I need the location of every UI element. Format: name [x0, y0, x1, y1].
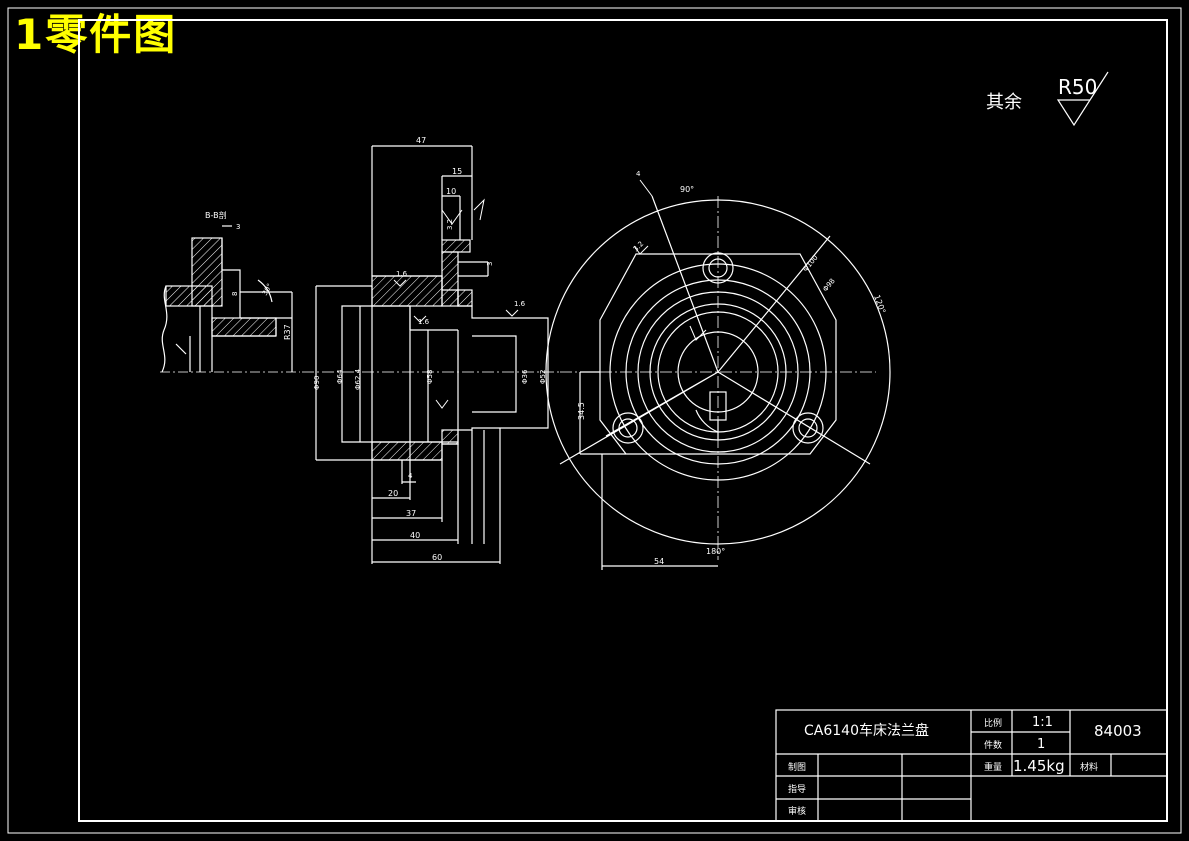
front-dim-37: 37: [406, 509, 416, 518]
side-dim-54: 54: [654, 557, 664, 566]
section-title: B-B剖: [205, 210, 227, 220]
scale-value: 1:1: [1032, 715, 1053, 730]
roughness-label: 其余: [986, 92, 1022, 113]
front-dim-dia58: Φ58: [426, 370, 434, 384]
section-view-bb: B-B剖 3 8 R37 30°: [160, 210, 300, 373]
side-dim-120deg: 120°: [872, 294, 887, 315]
front-roughness-1-6a: 1.6: [396, 270, 408, 278]
front-roughness-3-2: 3.2: [446, 219, 454, 230]
front-dim-dia90: Φ90: [313, 376, 321, 390]
side-dim-34-5: 34.5: [577, 402, 586, 420]
front-dim-dia64: Φ64: [336, 369, 344, 384]
sheet-border-inner: [78, 19, 1168, 822]
title-block: [775, 709, 1168, 822]
front-roughness-1-6c: 1.6: [514, 300, 526, 308]
qty-label: 件数: [984, 739, 1002, 751]
front-dim-dia62-4: Φ62.4: [354, 368, 362, 390]
front-dim-3: 3: [486, 262, 494, 266]
front-dim-4: 4: [408, 472, 413, 480]
side-dim-4-top: 4: [636, 170, 641, 178]
drawn-by-label: 制图: [788, 761, 806, 773]
sheet-border-outer: [7, 7, 1182, 834]
side-dim-90deg: 90°: [680, 185, 694, 194]
part-name: CA6140车床法兰盘: [804, 722, 929, 739]
review-label: 审核: [788, 805, 806, 817]
front-dim-20: 20: [388, 489, 398, 498]
front-dim-15: 15: [452, 167, 462, 176]
weight-label: 重量: [984, 761, 1002, 773]
section-dim-8: 8: [231, 292, 239, 296]
scale-label: 比例: [984, 717, 1002, 729]
qty-value: 1: [1037, 737, 1045, 752]
surface-roughness-note: 其余 R50: [986, 71, 1109, 127]
side-dim-dia98: Φ98: [821, 277, 836, 293]
guide-label: 指导: [788, 783, 806, 795]
front-dim-47: 47: [416, 136, 426, 145]
front-dim-10: 10: [446, 187, 456, 196]
front-roughness-1-6b: 1.6: [418, 318, 430, 326]
front-dim-dia36: Φ36: [521, 369, 529, 384]
front-dim-40: 40: [410, 531, 420, 540]
front-view: 47 15 10 3.2 3 1.6 1.6 1.6 Φ90 Φ64 Φ62.4…: [302, 136, 560, 564]
front-dim-60: 60: [432, 553, 442, 562]
section-dim-3: 3: [236, 223, 240, 231]
roughness-value: R50: [1058, 75, 1097, 99]
material-label: 材料: [1080, 761, 1098, 773]
front-dim-dia52: Φ52: [539, 370, 547, 384]
side-view: 4 90° 120° Φ100 Φ98 3.2 34.5 54 180°: [545, 170, 891, 570]
side-dim-dia100: Φ100: [801, 254, 819, 274]
side-dim-180deg: 180°: [706, 547, 725, 556]
weight-value: 1.45kg: [1013, 757, 1065, 775]
drawing-number: 84003: [1094, 722, 1142, 740]
section-dim-r37: R37: [283, 324, 292, 340]
